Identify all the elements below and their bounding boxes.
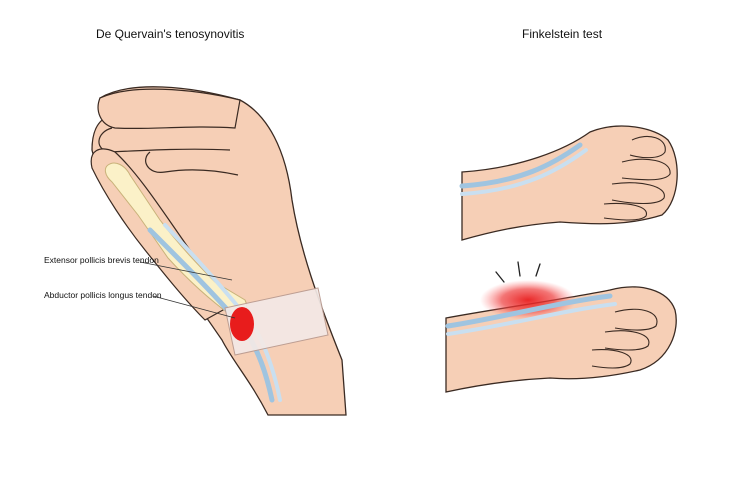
bottom-tendon-2 — [446, 302, 617, 336]
left-index-finger — [97, 88, 241, 130]
top-tendon-1 — [459, 142, 583, 189]
left-ring-finger — [145, 151, 239, 176]
label-abductor-pollicis-longus: Abductor pollicis longus tendon — [44, 290, 162, 300]
left-inflammation — [230, 307, 254, 341]
label-pointer-epb — [139, 261, 233, 281]
top-finger-2 — [621, 158, 671, 181]
top-finger-4 — [603, 202, 647, 221]
title-finkelstein: Finkelstein test — [522, 27, 603, 41]
top-finger-1 — [629, 135, 666, 159]
title-de-quervain: De Quervain's tenosynovitis — [96, 27, 245, 41]
label-extensor-pollicis-brevis: Extensor pollicis brevis tendon — [44, 255, 159, 265]
right-top-fist-illustration — [459, 125, 678, 241]
bottom-inflammation-glow — [480, 280, 576, 320]
top-finger-3 — [611, 182, 665, 205]
bottom-finger-1 — [614, 308, 658, 331]
left-hand-skin — [91, 86, 347, 416]
left-hand-illustration — [90, 86, 347, 416]
pain-lines — [495, 261, 541, 283]
bottom-finger-3 — [591, 349, 632, 369]
bottom-finger-2 — [604, 330, 650, 351]
label-pointer-apl — [152, 295, 236, 319]
bottom-tendon-1 — [445, 293, 613, 329]
left-retinaculum-band — [224, 287, 329, 356]
top-tendon-2 — [460, 148, 588, 196]
right-bottom-test-illustration — [445, 261, 677, 393]
